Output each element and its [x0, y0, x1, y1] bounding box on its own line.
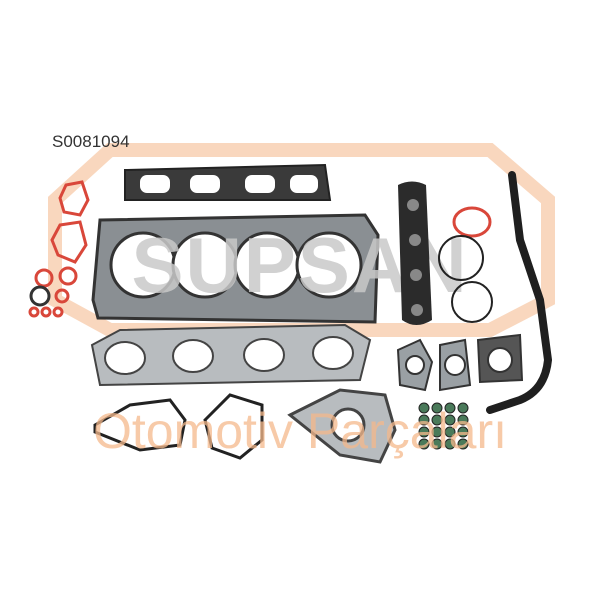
valve-cover-seal — [398, 181, 432, 325]
valve-seal — [418, 414, 430, 426]
watermark-tagline: Otomotiv Parçaları — [93, 403, 507, 459]
valve-seal — [457, 414, 469, 426]
valve-seal — [431, 414, 443, 426]
small-metal-gaskets — [396, 333, 524, 392]
intake-gasket — [124, 163, 332, 201]
valve-seal — [418, 402, 430, 414]
valve-seal — [418, 438, 430, 450]
valve-seal — [444, 426, 456, 438]
lower-gaskets — [93, 388, 397, 464]
valve-seal — [418, 426, 430, 438]
small-gaskets-left — [28, 180, 90, 318]
valve-seal — [431, 438, 443, 450]
o-rings — [438, 206, 493, 323]
part-code-label: S0081094 — [52, 132, 130, 151]
valve-seal — [444, 438, 456, 450]
cylinder-head-gasket — [91, 213, 380, 324]
exhaust-gasket — [90, 323, 372, 387]
valve-seal — [457, 438, 469, 450]
valve-seal — [457, 402, 469, 414]
breather-hose — [486, 171, 553, 414]
valve-seal — [431, 402, 443, 414]
valve-seal — [431, 426, 443, 438]
valve-seal — [444, 414, 456, 426]
valve-stem-seals — [418, 402, 469, 450]
valve-seal — [444, 402, 456, 414]
valve-seal — [457, 426, 469, 438]
